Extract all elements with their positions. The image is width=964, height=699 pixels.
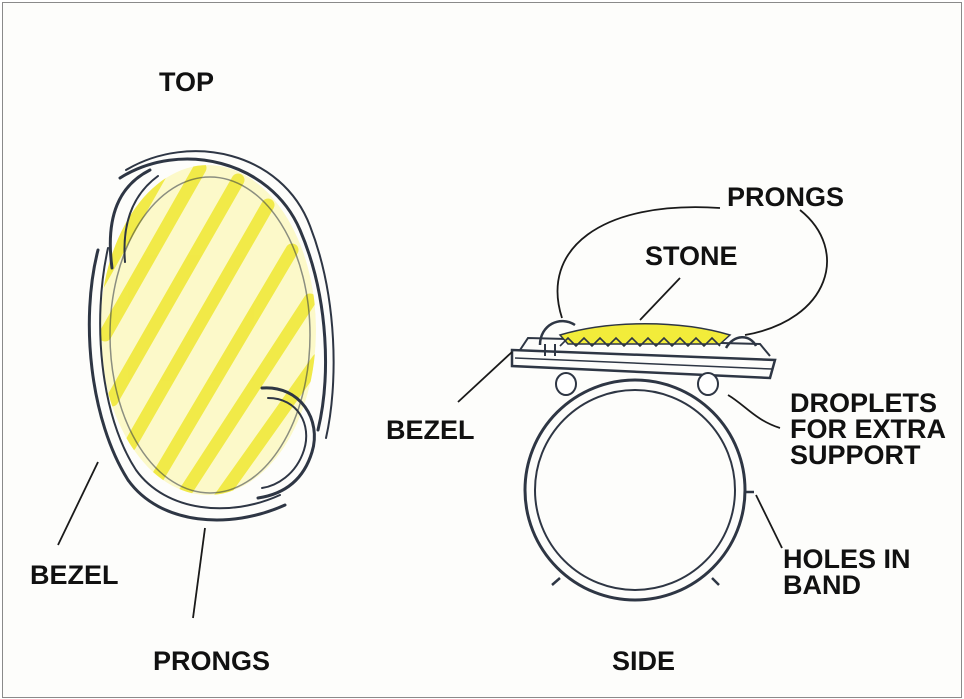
holes-label: HOLES IN BAND	[783, 546, 911, 598]
side-droplets	[556, 373, 718, 395]
droplets-label-line-1: DROPLETS	[790, 390, 946, 416]
droplets-label-line-3: SUPPORT	[790, 442, 946, 468]
top-view-title: TOP	[159, 70, 214, 95]
side-leaders	[458, 207, 827, 548]
prongs-label-side: PRONGS	[727, 185, 844, 210]
holes-label-line-1: HOLES IN	[783, 546, 911, 572]
top-view	[58, 151, 334, 618]
bezel-label-side: BEZEL	[386, 418, 475, 443]
bezel-label-top: BEZEL	[30, 563, 119, 588]
prongs-label-top: PRONGS	[153, 649, 270, 674]
droplets-label: DROPLETS FOR EXTRA SUPPORT	[790, 390, 946, 468]
droplets-label-line-2: FOR EXTRA	[790, 416, 946, 442]
holes-label-line-2: BAND	[783, 572, 911, 598]
side-view	[458, 207, 827, 600]
stone-label: STONE	[645, 244, 738, 269]
side-band	[525, 380, 754, 600]
side-view-title: SIDE	[612, 649, 675, 674]
